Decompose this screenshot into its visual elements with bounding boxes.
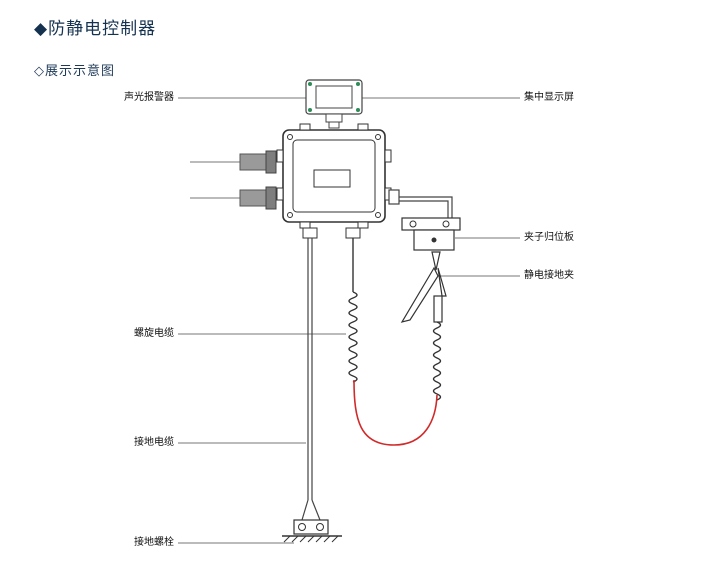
page-title: ◆防静电控制器 (34, 19, 157, 39)
label-ground-cable: 接地电缆 (134, 437, 174, 448)
clamp-spiral (432, 321, 442, 401)
label-alarm: 声光报警器 (124, 92, 174, 103)
label-spiral-cable: 螺旋电缆 (134, 328, 174, 339)
section-title: ◇展示示意图 (34, 64, 115, 79)
ground-bolt (282, 519, 342, 543)
leader-lines (178, 97, 520, 544)
static-clamp (400, 251, 447, 323)
red-cable (353, 379, 438, 446)
control-box (276, 123, 392, 239)
label-display: 集中显示屏 (524, 92, 574, 103)
spiral-cable (348, 238, 358, 383)
indicator-light (308, 82, 312, 86)
clip-reset-plate (401, 217, 461, 251)
box-window (313, 169, 351, 188)
label-clip-reset-plate: 夹子归位板 (524, 232, 574, 243)
display-unit (305, 79, 363, 129)
label-static-clamp: 静电接地夹 (524, 270, 574, 281)
label-ground-bolt: 接地螺栓 (134, 537, 174, 548)
right-connector (388, 189, 453, 218)
ground-cable (301, 238, 321, 521)
conduit-pipes (239, 150, 277, 210)
